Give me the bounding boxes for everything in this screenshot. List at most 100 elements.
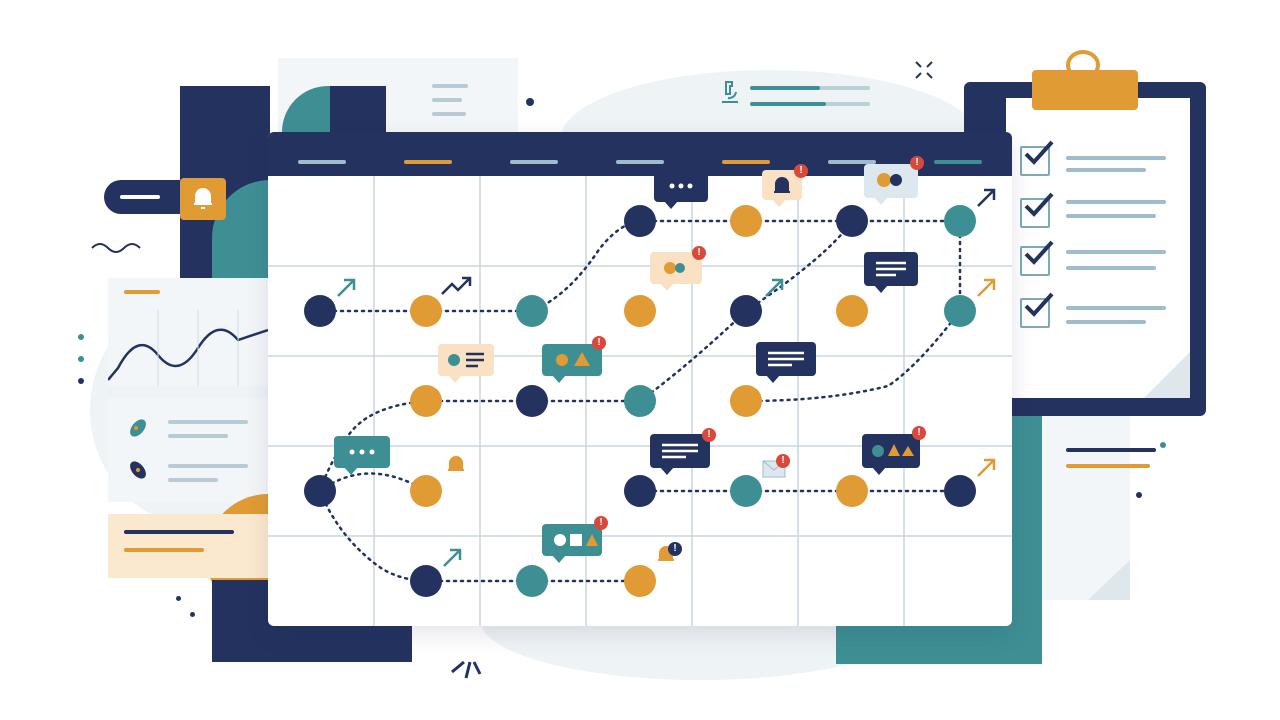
trend-arrow-icon [976, 456, 998, 478]
event-node-navy[interactable] [410, 565, 442, 597]
checklist-line [1066, 320, 1146, 324]
event-node-navy[interactable] [516, 385, 548, 417]
message-icon[interactable] [864, 252, 918, 293]
doc-line [1066, 464, 1150, 468]
header-tab[interactable] [828, 160, 876, 164]
alert-badge-icon: ! [594, 516, 608, 530]
trend-chart-card [108, 278, 268, 386]
lab-results-card [108, 398, 268, 502]
chat-icon[interactable] [334, 436, 390, 475]
decor-dot [78, 356, 84, 362]
shapes-chat-icon[interactable] [862, 434, 920, 475]
bacteria-icon [124, 456, 152, 484]
progress-card [108, 514, 268, 578]
trend-line [107, 310, 269, 386]
alert-badge-icon: ! [668, 542, 682, 556]
right-doc-card [1040, 380, 1130, 600]
progress-bar [124, 548, 204, 552]
event-node-navy[interactable] [304, 475, 336, 507]
doc-line [432, 84, 468, 88]
shapes-chat-icon[interactable] [542, 524, 602, 563]
event-node-navy[interactable] [304, 295, 336, 327]
event-node-orange[interactable] [624, 565, 656, 597]
event-node-teal[interactable] [944, 295, 976, 327]
trend-arrow-icon [976, 186, 998, 208]
result-line [168, 464, 248, 468]
decor-dot [190, 612, 195, 617]
top-navy-tab [330, 86, 386, 132]
bell-icon [446, 454, 466, 476]
checklist-line [1066, 168, 1146, 172]
event-node-navy[interactable] [624, 475, 656, 507]
event-node-orange[interactable] [730, 385, 762, 417]
alert-badge-icon: ! [592, 336, 606, 350]
calendar-grid: ! ! ! ! ! ! [268, 156, 1012, 626]
decor-dot [176, 596, 181, 601]
contact-card-icon[interactable] [438, 344, 494, 383]
doc-line [432, 98, 462, 102]
trend-arrow-icon [440, 274, 472, 296]
trend-arrow-icon [976, 276, 998, 298]
lab-progress-fill [750, 86, 820, 90]
doc-line [432, 112, 466, 116]
microscope-icon [718, 80, 742, 106]
header-tab[interactable] [934, 160, 982, 164]
event-node-orange[interactable] [624, 295, 656, 327]
result-line [168, 420, 248, 424]
event-node-orange[interactable] [410, 385, 442, 417]
connector-paths [268, 176, 1012, 626]
event-node-navy[interactable] [624, 205, 656, 237]
checklist-line [1066, 214, 1156, 218]
checkmark-icon [1022, 238, 1056, 268]
result-line [168, 478, 218, 482]
trend-arrow-icon [764, 276, 786, 298]
decor-dot [78, 378, 84, 384]
alert-badge-icon: ! [776, 454, 790, 468]
header-tab[interactable] [510, 160, 558, 164]
bell-notification-icon[interactable] [762, 170, 802, 207]
event-node-teal[interactable] [730, 475, 762, 507]
squiggle-line [90, 238, 150, 258]
event-node-orange[interactable] [730, 205, 762, 237]
sparkle-icon [912, 58, 936, 82]
event-node-orange[interactable] [836, 295, 868, 327]
chat-icon[interactable] [654, 170, 708, 209]
event-node-teal[interactable] [516, 565, 548, 597]
decor-dot [1136, 492, 1142, 498]
clipboard-clip-ring [1066, 50, 1100, 80]
checkmark-icon [1022, 138, 1056, 168]
alert-badge-icon: ! [910, 156, 924, 170]
lab-progress-fill [750, 102, 826, 106]
header-tab[interactable] [404, 160, 452, 164]
header-tab[interactable] [722, 160, 770, 164]
event-node-orange[interactable] [410, 295, 442, 327]
decor-dot [526, 98, 534, 106]
header-tab[interactable] [616, 160, 664, 164]
checklist-line [1066, 156, 1166, 160]
event-node-navy[interactable] [836, 205, 868, 237]
message-icon[interactable] [756, 342, 816, 383]
event-node-orange[interactable] [410, 475, 442, 507]
decor-dot [1160, 442, 1166, 448]
checklist-line [1066, 266, 1156, 270]
event-node-teal[interactable] [944, 205, 976, 237]
shapes-chat-icon[interactable] [542, 344, 602, 383]
checklist-line [1066, 200, 1166, 204]
trend-arrow-icon [442, 546, 464, 568]
doc-line [1066, 448, 1156, 452]
event-node-navy[interactable] [944, 475, 976, 507]
event-node-teal[interactable] [624, 385, 656, 417]
header-tab[interactable] [298, 160, 346, 164]
event-node-orange[interactable] [836, 475, 868, 507]
chat-icon[interactable] [864, 164, 918, 205]
result-line [168, 434, 228, 438]
message-icon[interactable] [650, 434, 710, 475]
event-node-navy[interactable] [730, 295, 762, 327]
bacteria-icon [124, 414, 152, 442]
trend-arrow-icon [336, 276, 358, 298]
decor-dot [78, 334, 84, 340]
progress-bar [124, 530, 234, 534]
event-node-teal[interactable] [516, 295, 548, 327]
burst-icon [444, 644, 494, 680]
checklist-line [1066, 250, 1166, 254]
